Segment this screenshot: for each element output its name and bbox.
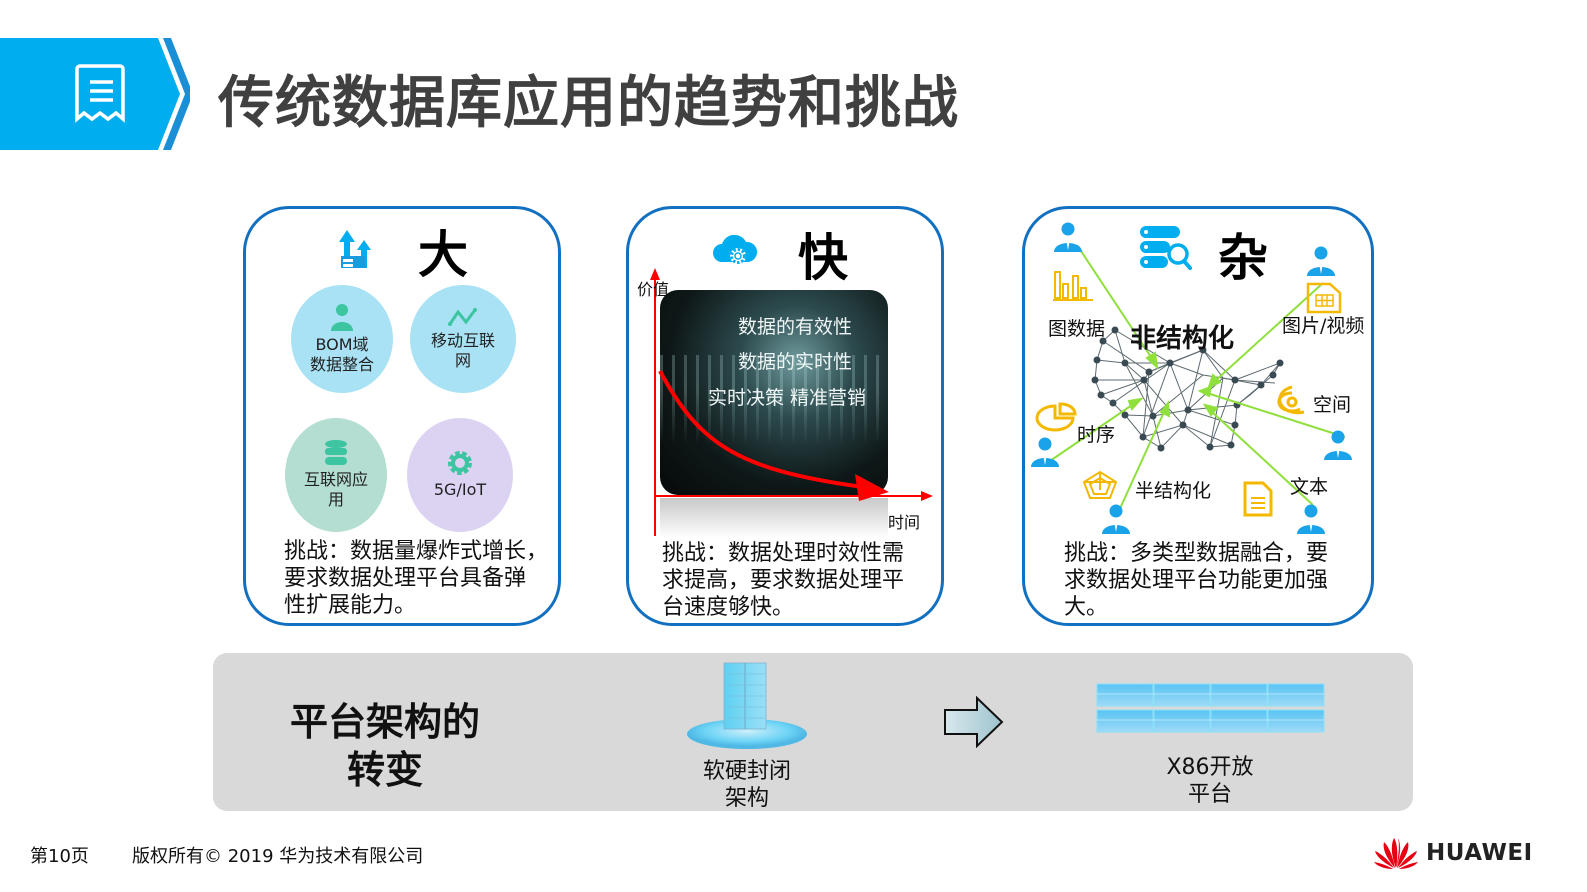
radar-chart-icon [1082, 470, 1118, 499]
card-complex-data [1022, 206, 1374, 626]
user-icon [1297, 504, 1325, 534]
data-type-semi-structured: 半结构化 [1135, 480, 1212, 502]
pie-chart-icon [1035, 402, 1077, 432]
document-list-icon [75, 64, 125, 123]
challenge-text-complex: 挑战：多类型数据融合，要 求数据处理平台功能更加强 大。 [1064, 541, 1329, 620]
user-icon [1324, 430, 1352, 460]
circle-5g-iot: 5G/IoT [407, 418, 513, 532]
text-document-icon [1243, 481, 1273, 517]
title-banner [0, 38, 190, 150]
data-type-time-series: 时序 [1077, 424, 1116, 446]
architecture-shift-title: 平台架构的 转变 [289, 700, 480, 792]
card-big-data [243, 206, 561, 626]
closed-architecture-label: 软硬封闭 架构 [702, 759, 791, 811]
value-time-chart [650, 268, 933, 536]
user-icon [1031, 437, 1059, 467]
card-title-complex: 杂 [1218, 229, 1268, 287]
growth-chart-arrows-icon [339, 230, 371, 268]
x86-server-cluster-icon [1096, 683, 1325, 733]
trend-line-icon [448, 308, 477, 326]
image-reflection [660, 498, 888, 538]
spreadsheet-file-icon [1306, 282, 1342, 314]
huawei-petals-icon [1374, 838, 1418, 869]
unstructured-data-network-diagram [1046, 244, 1346, 516]
page-title: 传统数据库应用的趋势和挑战 [218, 71, 959, 136]
user-icon [1054, 222, 1082, 252]
data-type-text: 文本 [1290, 476, 1329, 498]
right-arrow-icon [944, 696, 1004, 748]
circle-label: 互联网应 [303, 470, 368, 489]
card-title-big: 大 [418, 226, 468, 284]
circle-internet-apps: 互联网应 用 [285, 418, 387, 532]
challenge-text-big: 挑战：数据量爆炸式增长， 要求数据处理平台具备弹 性扩展能力。 [284, 539, 549, 618]
realtime-data-image: 数据的有效性 数据的实时性 实时决策 精准营销 [660, 290, 888, 495]
gear-icon [448, 451, 472, 475]
circle-label: BOM域 [315, 335, 369, 354]
database-icon [325, 440, 347, 465]
circle-mobile-internet: 移动互联 网 [410, 285, 516, 393]
circle-label: 数据整合 [309, 355, 374, 374]
data-type-spatial: 空间 [1313, 394, 1352, 416]
data-type-graph: 图数据 [1048, 318, 1106, 340]
person-icon [331, 304, 353, 331]
bar-chart-icon [1053, 271, 1093, 301]
copyright-text: 版权所有© 2019 华为技术有限公司 [132, 846, 424, 867]
x-axis-label: 时间 [888, 513, 921, 532]
spatial-rings-icon [1277, 385, 1305, 415]
user-icon [1307, 246, 1335, 276]
x86-platform-label: X86开放 平台 [1166, 755, 1254, 807]
y-axis-label: 价值 [637, 280, 670, 299]
image-text: 数据的实时性 [738, 351, 853, 373]
circle-bom-data: BOM域 数据整合 [291, 285, 393, 393]
card-title-fast: 快 [798, 229, 848, 287]
huawei-logo: HUAWEI [1372, 836, 1533, 870]
image-text: 数据的有效性 [738, 316, 853, 338]
challenge-text-fast: 挑战：数据处理时效性需 求提高，要求数据处理平 台速度够快。 [662, 541, 905, 620]
page-number: 第10页 [30, 846, 89, 867]
closed-server-rack-icon [687, 662, 807, 749]
data-type-image-video: 图片/视频 [1282, 315, 1365, 337]
image-text: 实时决策 精准营销 [708, 387, 867, 409]
circle-label: 5G/IoT [433, 480, 487, 499]
huawei-logo-text: HUAWEI [1426, 840, 1533, 866]
circle-label: 移动互联 [430, 331, 495, 350]
circle-label: 网 [454, 351, 471, 370]
cloud-gear-icon [713, 234, 758, 264]
center-label-unstructured: 非结构化 [1130, 324, 1235, 354]
server-search-icon [1140, 226, 1192, 270]
circle-label: 用 [327, 490, 344, 509]
user-icon [1102, 504, 1130, 534]
